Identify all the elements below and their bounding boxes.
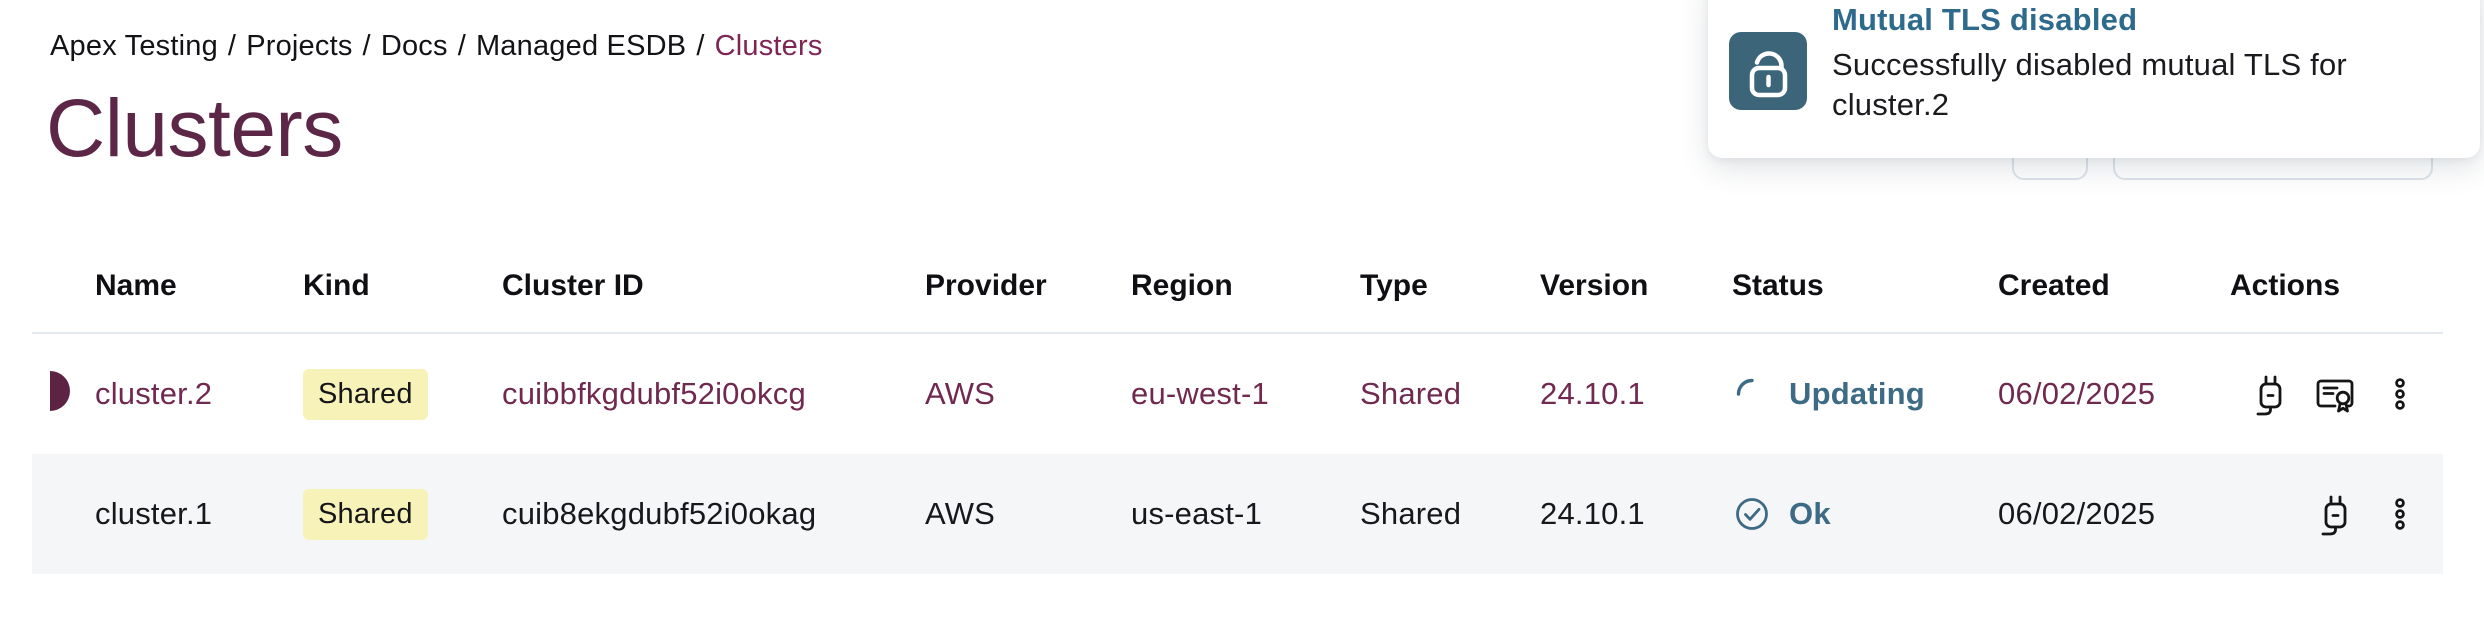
- status-badge: Ok: [1732, 494, 1831, 534]
- column-header-actions: Actions: [2230, 269, 2341, 302]
- provider-value: AWS: [925, 376, 996, 411]
- provider-value: AWS: [925, 496, 996, 531]
- status-badge: Updating: [1732, 374, 1925, 414]
- certificate-icon: [2316, 379, 2354, 413]
- actions-cell: [2230, 492, 2443, 536]
- kebab-menu-icon: [2395, 378, 2405, 410]
- table-row-cluster-2[interactable]: cluster.2 Shared cuibbfkgdubf52i0okcg AW…: [32, 334, 2443, 454]
- breadcrumb-separator: /: [227, 30, 237, 62]
- toast-notification[interactable]: Mutual TLS disabled Successfully disable…: [1708, 0, 2480, 158]
- connect-plug-icon: [2321, 495, 2347, 536]
- created-date: 06/02/2025: [1998, 376, 2156, 411]
- breadcrumb-separator: /: [457, 30, 466, 62]
- cluster-id-value: cuibbfkgdubf52i0okcg: [502, 376, 806, 411]
- type-value: Shared: [1360, 496, 1462, 531]
- column-header-cluster-id: Cluster ID: [502, 269, 644, 302]
- kind-badge: Shared: [303, 488, 428, 540]
- breadcrumb: Apex Testing / Projects / Docs / Managed ESDB /…: [50, 30, 823, 63]
- column-header-name: Name: [95, 269, 177, 302]
- certificate-button[interactable]: [2313, 372, 2357, 416]
- status-text: Ok: [1789, 496, 1831, 531]
- column-header-version: Version: [1540, 269, 1649, 302]
- version-value: 24.10.1: [1540, 376, 1645, 411]
- version-value: 24.10.1: [1540, 496, 1645, 531]
- cluster-id-value: cuib8ekgdubf52i0okag: [502, 496, 817, 531]
- breadcrumb-item-docs[interactable]: Docs: [380, 30, 448, 62]
- page-title: Clusters: [46, 83, 343, 174]
- breadcrumb-item-clusters-current: Clusters: [714, 30, 823, 62]
- spinner-icon: [1736, 378, 1754, 396]
- created-date: 06/02/2025: [1998, 496, 2156, 531]
- selected-row-indicator: [50, 371, 70, 411]
- actions-cell: [2230, 372, 2443, 416]
- region-value: eu-west-1: [1131, 376, 1269, 411]
- breadcrumb-item-projects[interactable]: Projects: [246, 30, 353, 62]
- kebab-menu-icon: [2395, 498, 2405, 530]
- column-header-kind: Kind: [303, 269, 370, 302]
- toast-icon-box: [1729, 32, 1807, 110]
- breadcrumb-separator: /: [362, 30, 371, 62]
- status-text: Updating: [1789, 376, 1925, 411]
- column-header-provider: Provider: [925, 269, 1047, 302]
- region-value: us-east-1: [1131, 496, 1263, 531]
- check-circle-icon: [1736, 498, 1768, 530]
- type-value: Shared: [1360, 376, 1462, 411]
- toast-title: Mutual TLS disabled: [1832, 2, 2138, 37]
- unlock-icon: [1749, 51, 1788, 98]
- clusters-table: Name Kind Cluster ID Provider Region Typ…: [32, 240, 2443, 574]
- column-header-type: Type: [1360, 269, 1428, 302]
- cluster-name-link[interactable]: cluster.1: [95, 496, 213, 531]
- toast-message: Successfully disabled mutual TLS for clu…: [1832, 47, 2347, 122]
- connect-button[interactable]: [2248, 372, 2292, 416]
- breadcrumb-separator: /: [696, 30, 705, 62]
- connect-button[interactable]: [2313, 492, 2357, 536]
- column-header-region: Region: [1131, 269, 1233, 302]
- connect-plug-icon: [2256, 375, 2282, 416]
- column-header-status: Status: [1732, 269, 1824, 302]
- table-row-cluster-1[interactable]: cluster.1 Shared cuib8ekgdubf52i0okag AW…: [32, 454, 2443, 574]
- column-header-created: Created: [1998, 269, 2110, 302]
- row-menu-button[interactable]: [2378, 492, 2422, 536]
- cluster-name-link[interactable]: cluster.2: [95, 376, 213, 411]
- kind-badge: Shared: [303, 368, 428, 420]
- table-header-row: Name Kind Cluster ID Provider Region Typ…: [32, 240, 2443, 334]
- row-menu-button[interactable]: [2378, 372, 2422, 416]
- breadcrumb-item-apex-testing[interactable]: Apex Testing: [50, 30, 218, 62]
- breadcrumb-item-managed-esdb[interactable]: Managed ESDB: [475, 30, 687, 62]
